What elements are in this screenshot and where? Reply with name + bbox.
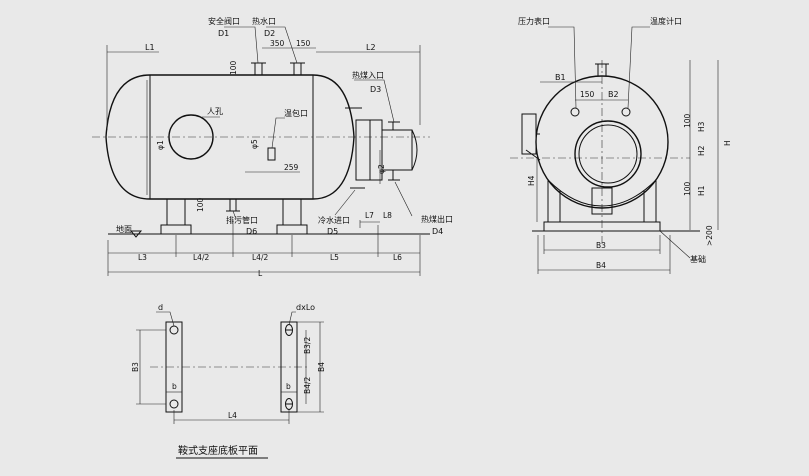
dim-b2-text: B2	[608, 90, 619, 99]
dim-b4-text: B4	[596, 261, 606, 270]
label-heat-out: 热煤出口	[421, 214, 453, 224]
end-bottom-nozzle	[591, 187, 613, 215]
gauge-port	[570, 107, 580, 117]
dim-b1-text: B1	[555, 73, 566, 82]
leader-cold	[334, 189, 356, 216]
thermo-port	[621, 107, 631, 117]
dim-l8-text: L8	[383, 211, 392, 220]
ground-mark	[129, 230, 143, 238]
leader-thermo	[271, 117, 285, 149]
dim-phi5-text: φ5	[250, 139, 259, 149]
tube-head	[381, 129, 413, 171]
leader-gauge	[548, 26, 577, 109]
dim-b4h-text: B4/2	[303, 377, 312, 394]
dim-b3-text: B3	[596, 241, 606, 250]
label-gauge: 压力表口	[518, 16, 550, 26]
dim-100-top: 100	[229, 60, 238, 75]
dim-b-right-text: b	[286, 382, 291, 391]
dim-dxlo-text: dxLo	[296, 303, 315, 312]
dim-h4-text: H4	[527, 175, 536, 186]
thermo-pocket	[267, 147, 276, 161]
label-thermo-pocket: 温包口	[284, 108, 308, 118]
end-side-nozzle	[525, 149, 541, 161]
dim-d-text: d	[158, 303, 163, 312]
dim-h1-text: H1	[697, 185, 706, 196]
label-heat-in: 热煤入口	[352, 70, 384, 80]
label-cold-in: 冷水进口	[318, 215, 350, 225]
dim-259-text: 259	[284, 163, 299, 172]
label-d5: D5	[327, 227, 338, 236]
leader-safety	[224, 26, 259, 64]
end-view: 压力表口 温度计口 B1 150 B2 100 H3 H2 100 H1 H H…	[510, 16, 732, 274]
leader-hotwater	[266, 26, 298, 64]
dim-l4h2-text: L4/2	[252, 253, 268, 262]
dim-l7-text: L7	[365, 211, 374, 220]
dim-l6-text: L6	[393, 253, 402, 262]
label-manhole: 人孔	[207, 107, 223, 116]
label-d4: D4	[432, 227, 443, 236]
dim-l2-text: L2	[366, 43, 376, 52]
dim-H-text: H	[723, 140, 732, 146]
dim-100-bottom: 100	[196, 197, 205, 212]
label-ground: 地面	[116, 224, 132, 234]
plan-caption: 鞍式支座底板平面	[178, 444, 258, 457]
label-d2: D2	[264, 29, 275, 38]
tube-head-cap	[411, 129, 418, 171]
dim-b-left-text: b	[172, 382, 177, 391]
bolt-hole-bl	[169, 399, 179, 409]
dim-phi1-text: φ1	[156, 140, 165, 150]
slot-br	[285, 398, 293, 410]
label-safety-valve: 安全阀口	[208, 16, 240, 26]
dim-b3-plan-text: B3	[131, 362, 140, 372]
dim-b3h-text: B3/2	[303, 337, 312, 354]
manhole	[168, 114, 214, 160]
leader-heatout	[394, 181, 413, 217]
dim-l5-text: L5	[330, 253, 339, 262]
dim-350: 350	[270, 39, 285, 48]
leader-heatin	[354, 79, 395, 123]
dim-l3-text: L3	[138, 253, 147, 262]
leader-d	[156, 311, 175, 327]
tube-bundle-outer	[574, 120, 642, 188]
dim-150-end-text: 150	[580, 90, 595, 99]
leader-thermo-end	[627, 26, 650, 109]
side-view: 安全阀口 热水口 D1 D2 350 150 L1 L2 100 热煤入口 D3…	[92, 16, 453, 278]
label-d3: D3	[370, 85, 381, 94]
dim-l4h1-text: L4/2	[193, 253, 209, 262]
label-d6: D6	[246, 227, 257, 236]
leader-base	[659, 230, 691, 259]
dim-l4-plan-text: L4	[228, 411, 237, 420]
label-base: 基础	[690, 254, 706, 264]
dim-l1-text: L1	[145, 43, 155, 52]
label-thermometer: 温度计口	[650, 16, 682, 26]
dim-h3-text: H3	[697, 121, 706, 132]
dim-l-text: L	[258, 269, 263, 278]
dim-phi2-text: φ2	[377, 164, 386, 174]
label-drain: 排污管口	[226, 215, 258, 225]
end-saddle	[547, 178, 657, 223]
leader-dxlo	[288, 311, 296, 326]
dim-100-end-bot: 100	[683, 181, 692, 196]
dim-200-text: >200	[705, 225, 714, 246]
dim-150: 150	[296, 39, 311, 48]
tube-bundle-inner	[578, 124, 638, 184]
dim-h2-text: H2	[697, 145, 706, 156]
label-hot-water: 热水口	[252, 16, 276, 26]
dim-b4-plan-text: B4	[317, 362, 326, 372]
label-d1: D1	[218, 29, 229, 38]
plan-view: d dxLo B3 B3/2 B4/2 B4 b b L4 鞍式支座底板平面	[131, 303, 326, 459]
leader-drain	[232, 210, 237, 220]
dim-100-end-top: 100	[683, 113, 692, 128]
